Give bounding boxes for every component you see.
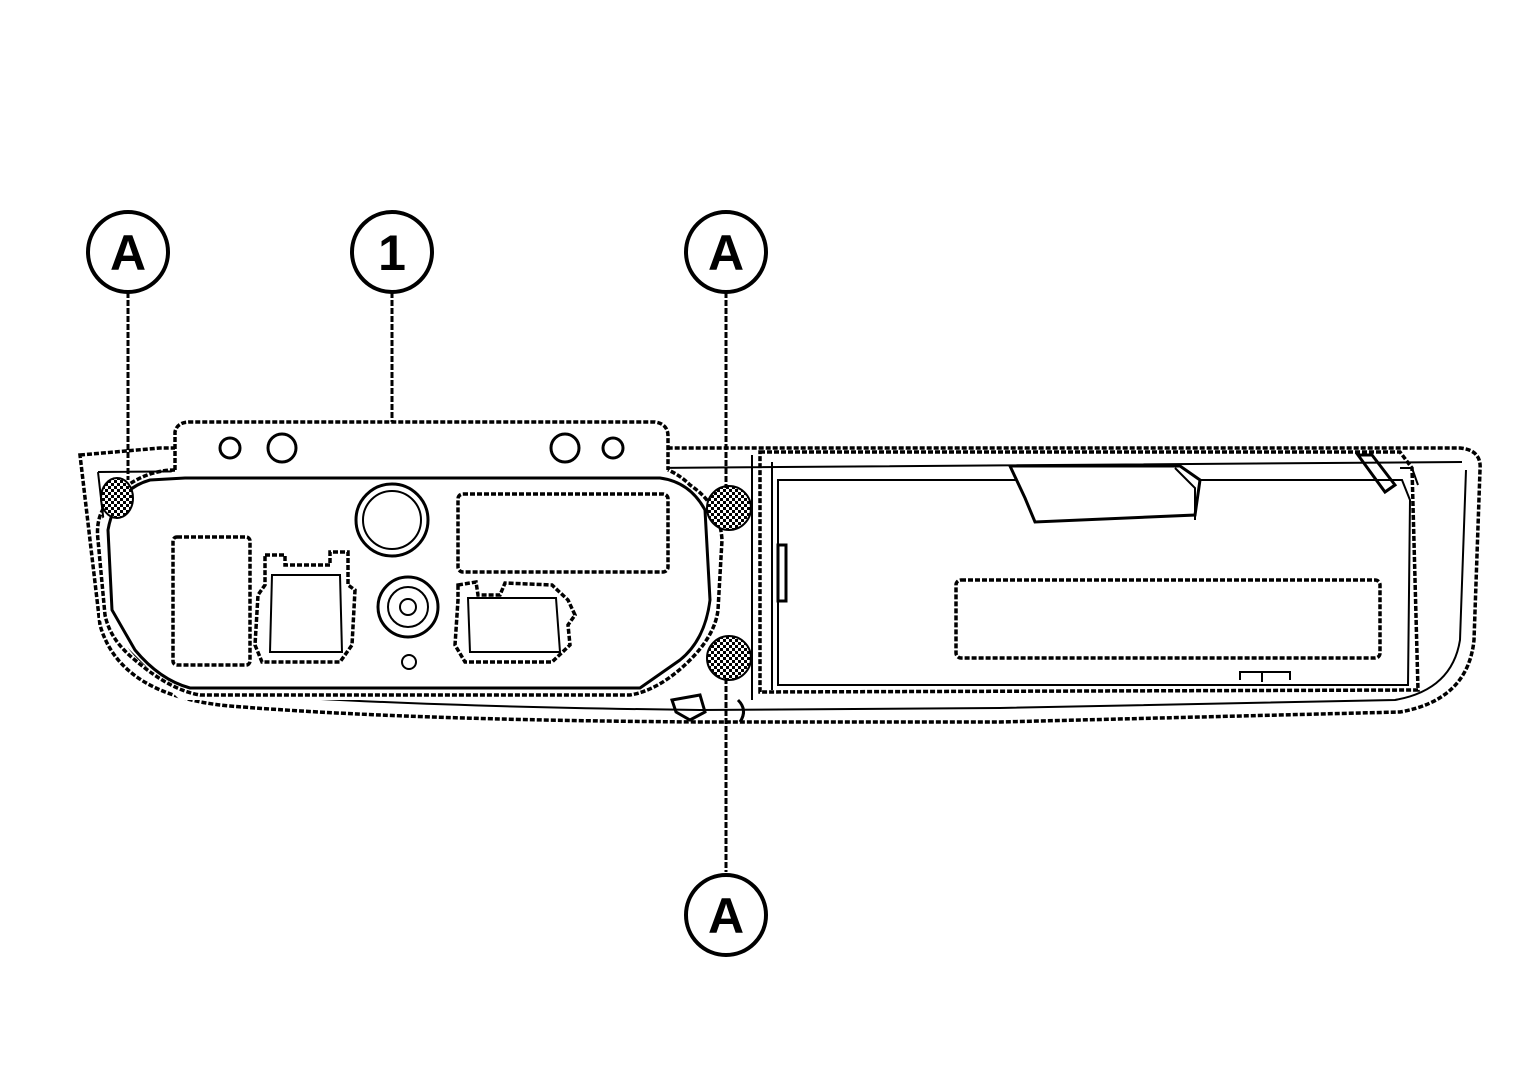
- callout-label: A: [708, 888, 744, 944]
- round-knob: [376, 575, 440, 639]
- inner-panel: [954, 578, 1382, 660]
- callout-part-1: 1: [350, 210, 434, 294]
- clip-point-upper-center: [706, 485, 752, 531]
- callout-a-lower-center: A: [684, 873, 768, 957]
- callout-label: A: [708, 225, 744, 281]
- round-gauge-large: [354, 482, 430, 558]
- callout-circle: [684, 873, 768, 957]
- clip-points: [100, 477, 752, 681]
- callout-circle: [350, 210, 434, 294]
- callout-label: 1: [378, 225, 406, 281]
- gauge-window-left: [171, 535, 252, 667]
- display-window: [456, 492, 670, 574]
- combination-meter: [95, 420, 724, 700]
- connector-left: [253, 550, 357, 664]
- callout-circle: [86, 210, 170, 294]
- clip-point-left: [100, 477, 134, 519]
- screw-hole: [218, 436, 242, 460]
- screw-hole: [549, 432, 581, 464]
- callout-a-left: A: [86, 210, 170, 294]
- screw-hole: [266, 432, 298, 464]
- callout-a-upper-center: A: [684, 210, 768, 294]
- indicator-hole: [401, 654, 417, 670]
- clip-point-lower-center: [706, 635, 752, 681]
- screw-hole: [601, 436, 625, 460]
- connector-right: [453, 579, 578, 664]
- clip-top: [1007, 464, 1202, 524]
- callout-label: A: [110, 225, 146, 281]
- side-cover: [670, 450, 1420, 723]
- leader-lines: [126, 292, 728, 872]
- side-tab: [776, 543, 788, 603]
- callout-circle: [684, 210, 768, 294]
